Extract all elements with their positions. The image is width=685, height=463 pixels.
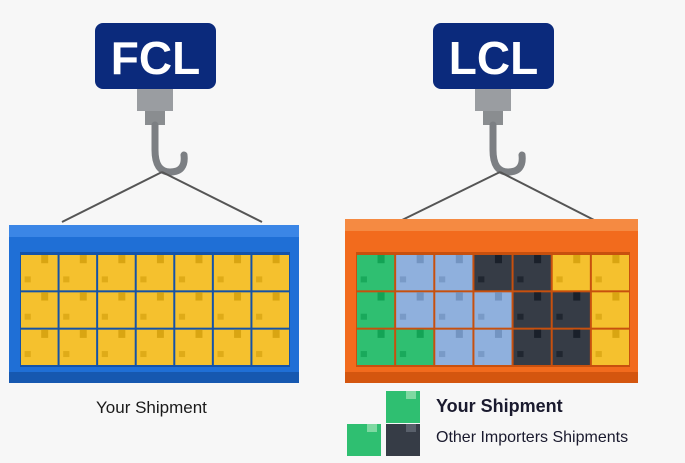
lcl-cargo-box <box>513 329 551 365</box>
lcl-sign-label: LCL <box>449 32 538 84</box>
lcl-cargo-box <box>396 329 434 365</box>
legend-other-label: Other Importers Shipments <box>436 429 629 446</box>
fcl-cargo-box <box>175 292 212 328</box>
lcl-cargo-box <box>591 292 629 328</box>
legend-own-swatch-2 <box>347 424 381 456</box>
fcl-cargo-box <box>213 329 251 365</box>
fcl-cargo-box <box>136 292 174 328</box>
lcl-cargo-box <box>552 329 590 365</box>
fcl-container <box>9 225 299 383</box>
lcl-cargo-box <box>474 292 512 328</box>
lcl-cargo-box <box>474 329 512 365</box>
fcl-cargo-box <box>175 255 212 291</box>
fcl-cargo-box <box>98 255 135 291</box>
lcl-assembly: LCL <box>345 23 638 383</box>
legend-own-label: Your Shipment <box>436 396 563 416</box>
fcl-sling-right <box>161 171 263 223</box>
lcl-cargo-grid <box>357 255 629 365</box>
fcl-cargo-box <box>21 255 58 291</box>
lcl-cargo-box <box>396 255 434 291</box>
legend-own-swatch <box>386 391 420 423</box>
fcl-cargo-box <box>252 292 289 328</box>
lcl-cargo-box <box>591 329 629 365</box>
fcl-cargo-box <box>21 292 58 328</box>
fcl-cargo-box <box>98 292 135 328</box>
lcl-cargo-box <box>513 255 551 291</box>
fcl-cargo-box <box>59 255 97 291</box>
lcl-sling-left <box>397 171 501 223</box>
legend-other-swatch <box>386 424 420 456</box>
fcl-cargo-grid <box>21 255 289 365</box>
lcl-cargo-box <box>591 255 629 291</box>
fcl-sling-left <box>61 171 163 223</box>
fcl-cargo-box <box>21 329 58 365</box>
fcl-cargo-box <box>213 255 251 291</box>
lcl-cargo-box <box>513 292 551 328</box>
fcl-cargo-box <box>175 329 212 365</box>
lcl-cargo-box <box>396 292 434 328</box>
lcl-cargo-box <box>435 255 473 291</box>
fcl-cargo-box <box>98 329 135 365</box>
fcl-cargo-box <box>213 292 251 328</box>
fcl-hook-icon <box>137 89 188 176</box>
fcl-sign-label: FCL <box>111 32 200 84</box>
lcl-cargo-box <box>435 292 473 328</box>
lcl-sign <box>433 23 554 89</box>
lcl-cargo-box <box>357 255 395 291</box>
fcl-cargo-box <box>136 329 174 365</box>
fcl-cargo-box <box>252 255 289 291</box>
fcl-sign <box>95 23 216 89</box>
lcl-cargo-box <box>357 329 395 365</box>
fcl-cargo-box <box>252 329 289 365</box>
lcl-cargo-box <box>552 292 590 328</box>
lcl-sling-right <box>499 171 599 223</box>
fcl-cargo-box <box>59 329 97 365</box>
lcl-cargo-box <box>474 255 512 291</box>
lcl-cargo-box <box>435 329 473 365</box>
fcl-caption: Your Shipment <box>96 398 207 417</box>
fcl-cargo-box <box>136 255 174 291</box>
lcl-container <box>345 219 638 383</box>
fcl-cargo-box <box>59 292 97 328</box>
fcl-assembly: FCL <box>9 23 299 383</box>
lcl-cargo-box <box>357 292 395 328</box>
lcl-hook-icon <box>475 89 526 176</box>
lcl-cargo-box <box>552 255 590 291</box>
